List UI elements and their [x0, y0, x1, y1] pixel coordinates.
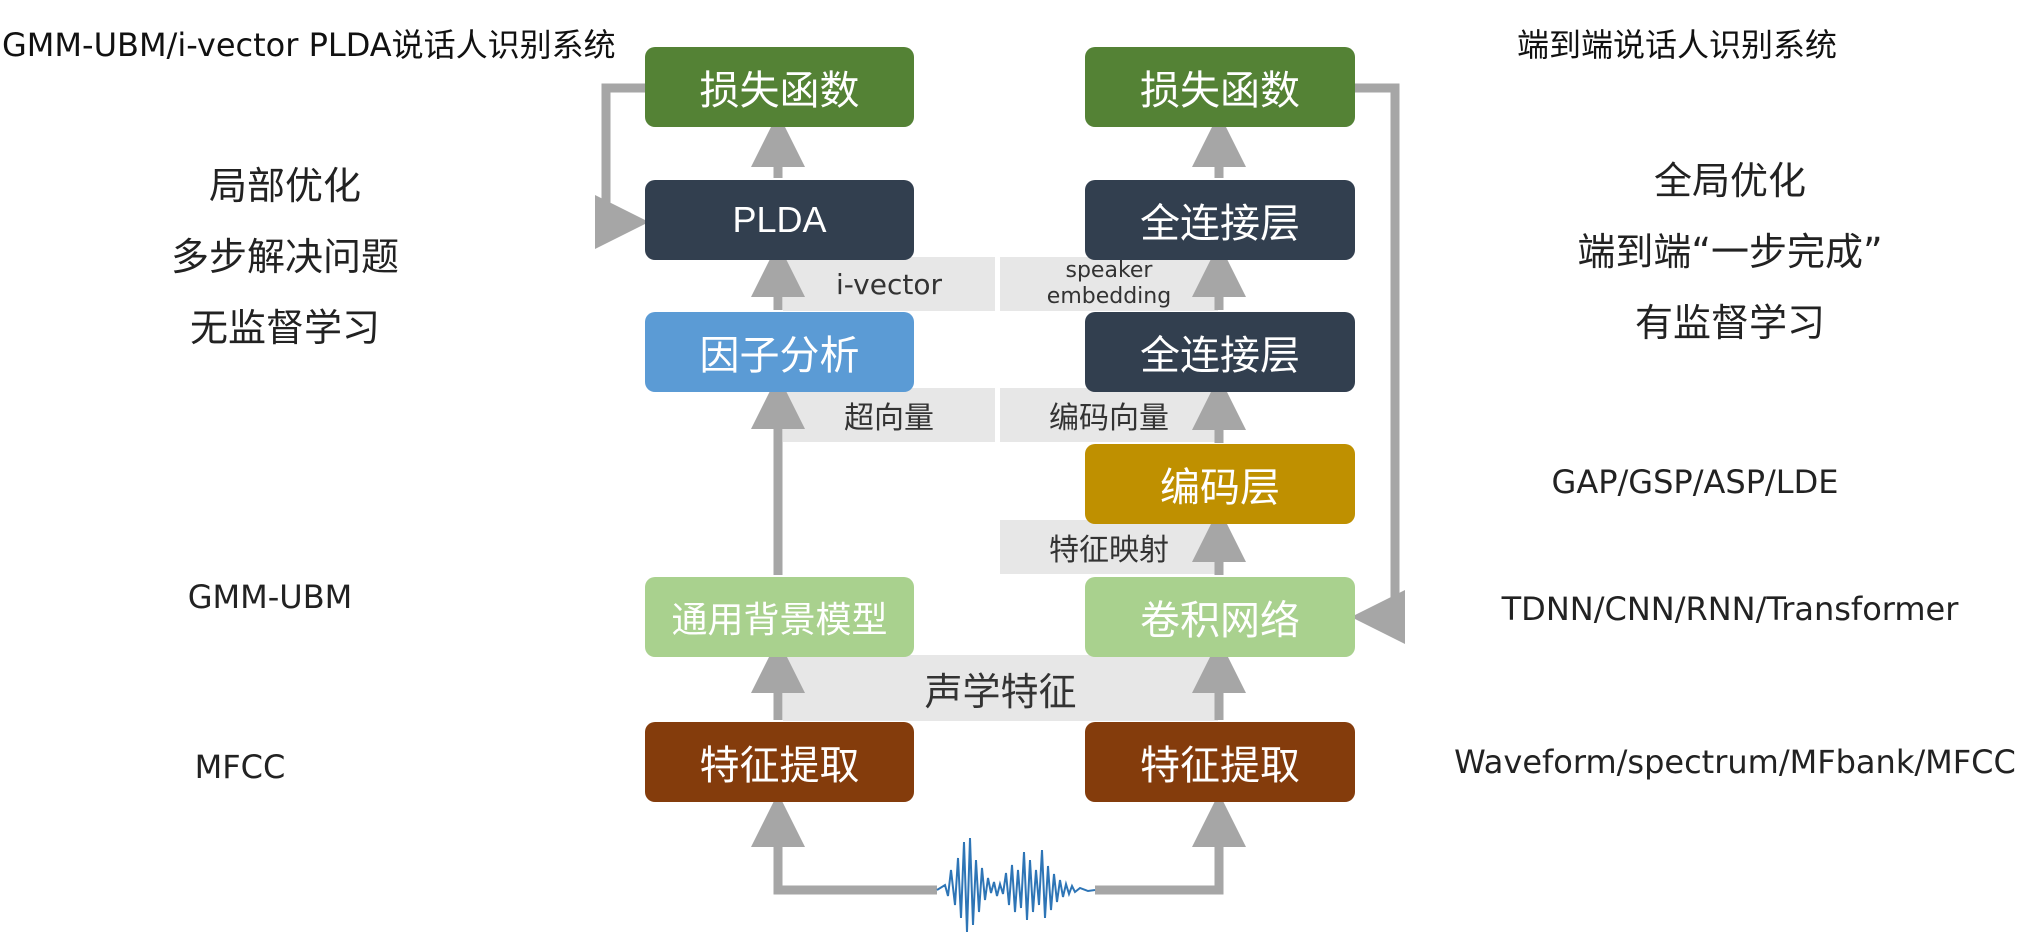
- note-multi-step: 多步解决问题: [170, 235, 399, 279]
- feature-mapping-label: 特征映射: [1049, 533, 1169, 568]
- note-one-step: 端到端“一步完成”: [1577, 230, 1883, 274]
- left-title: GMM-UBM/i-vector PLDA说话人识别系统: [2, 26, 616, 64]
- conv-net-label: 卷积网络: [1140, 598, 1300, 644]
- note-unsupervised: 无监督学习: [189, 306, 380, 350]
- fc-layer-top-label: 全连接层: [1140, 201, 1300, 247]
- encoding-vector-label: 编码向量: [1049, 401, 1169, 436]
- acoustic-features-label: 声学特征: [924, 669, 1077, 714]
- factor-analysis-box: 因子分析: [645, 312, 914, 392]
- encoding-vector-band: 编码向量: [1000, 388, 1218, 442]
- right-loss-function-label: 损失函数: [1140, 68, 1300, 114]
- left-loss-function-label: 损失函数: [699, 68, 860, 114]
- ivector-band: i-vector: [783, 257, 995, 311]
- right-feature-extraction-box: 特征提取: [1085, 722, 1355, 802]
- arrow-input-left: [751, 793, 937, 895]
- fc-layer-top-box: 全连接层: [1085, 180, 1355, 260]
- arrow-input-right: [1095, 793, 1246, 895]
- note-mfcc: MFCC: [194, 748, 286, 786]
- left-loss-function-box: 损失函数: [645, 47, 914, 127]
- arrow-left-loss-feedback: [595, 83, 649, 249]
- plda-box: PLDA: [645, 180, 914, 260]
- right-title: 端到端说话人识别系统: [1517, 26, 1838, 64]
- note-supervised: 有监督学习: [1634, 301, 1825, 345]
- note-input-types: Waveform/spectrum/MFbank/MFCC: [1454, 743, 2016, 781]
- ivector-label: i-vector: [836, 267, 942, 301]
- speaker-embedding-band: speaker embedding: [1000, 257, 1218, 311]
- fc-layer-bottom-label: 全连接层: [1140, 333, 1300, 379]
- right-feature-extraction-label: 特征提取: [1140, 743, 1300, 789]
- feature-mapping-band: 特征映射: [1000, 520, 1218, 574]
- note-local-optimization: 局部优化: [208, 164, 361, 208]
- note-pooling-methods: GAP/GSP/ASP/LDE: [1551, 463, 1839, 501]
- left-feature-extraction-box: 特征提取: [645, 722, 914, 802]
- acoustic-features-band: 声学特征: [783, 655, 1218, 721]
- encoding-layer-box: 编码层: [1085, 444, 1355, 524]
- factor-analysis-label: 因子分析: [699, 333, 860, 379]
- note-network-types: TDNN/CNN/RNN/Transformer: [1501, 590, 1959, 628]
- note-global-optimization: 全局优化: [1653, 159, 1806, 203]
- plda-label: PLDA: [732, 199, 827, 240]
- supervector-label: 超向量: [844, 401, 934, 436]
- conv-net-box: 卷积网络: [1085, 577, 1355, 657]
- waveform-icon: [936, 837, 1096, 933]
- right-loss-function-box: 损失函数: [1085, 47, 1355, 127]
- arrow-right-loss-feedback: [1351, 83, 1405, 644]
- encoding-layer-label: 编码层: [1160, 465, 1280, 511]
- note-gmm-ubm: GMM-UBM: [187, 578, 353, 616]
- supervector-band: 超向量: [783, 388, 995, 442]
- ubm-box: 通用背景模型: [645, 577, 914, 657]
- left-feature-extraction-label: 特征提取: [699, 743, 860, 789]
- fc-layer-bottom-box: 全连接层: [1085, 312, 1355, 392]
- speaker-embedding-label: speaker embedding: [1046, 258, 1172, 309]
- ubm-label: 通用背景模型: [671, 600, 888, 641]
